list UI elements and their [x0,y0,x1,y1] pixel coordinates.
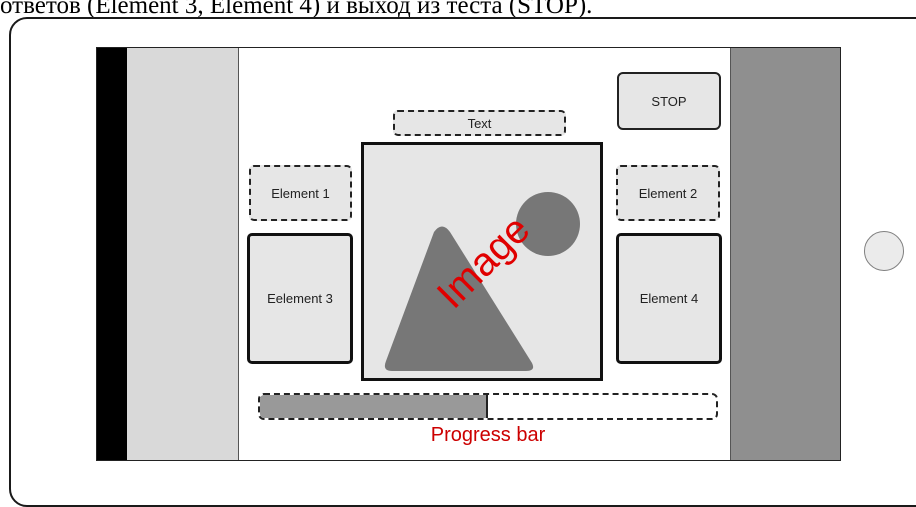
image-placeholder: Image [361,142,603,381]
stop-button[interactable]: STOP [617,72,721,130]
app-screen: Text STOP Element 1 Element 2 Eelement 3… [96,47,841,461]
caption-text: ответов (Element 3, Element 4) и выход и… [0,0,593,19]
right-side-panel [730,48,840,460]
answer-element-4[interactable]: Element 4 [616,233,722,364]
progress-bar [258,393,718,420]
answer-element-3[interactable]: Eelement 3 [247,233,353,364]
progress-fill [260,395,488,418]
progress-bar-label: Progress bar [430,424,546,446]
question-text: Text [393,110,566,136]
left-edge-bar [97,48,127,460]
home-button-icon[interactable] [864,231,904,271]
element-1[interactable]: Element 1 [249,165,352,221]
image-icon [384,192,580,371]
left-side-panel [127,48,239,460]
element-2[interactable]: Element 2 [616,165,720,221]
